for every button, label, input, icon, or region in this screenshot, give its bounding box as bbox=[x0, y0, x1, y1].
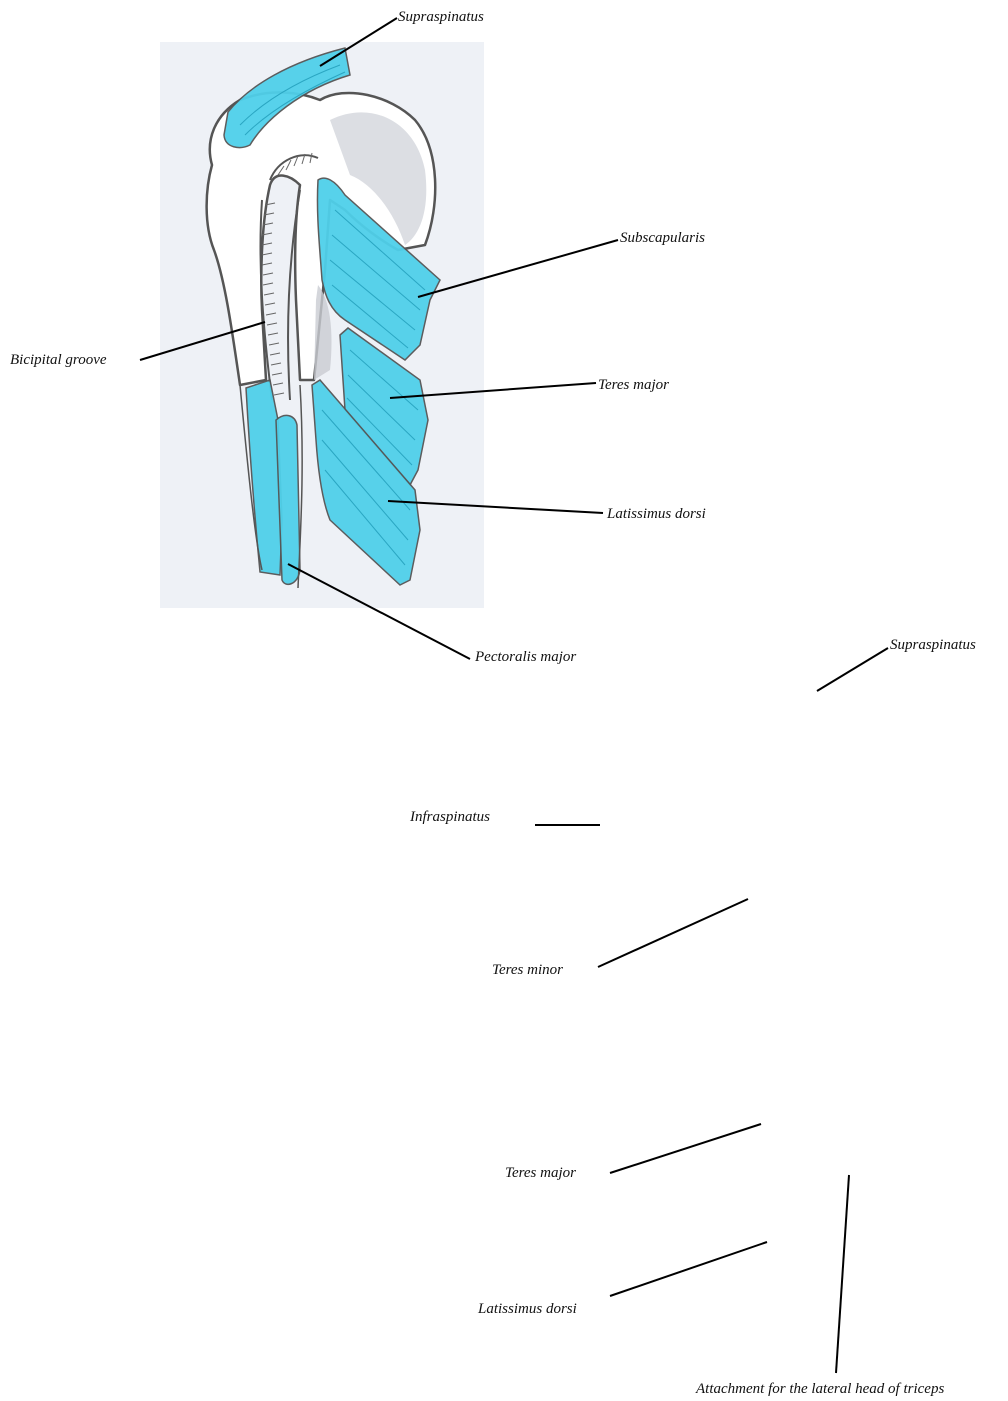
leader-latissimus-dorsi-posterior bbox=[610, 1242, 767, 1296]
label-bicipital-groove: Bicipital groove bbox=[10, 351, 107, 369]
label-latissimus-dorsi-posterior: Latissimus dorsi bbox=[478, 1300, 577, 1318]
leader-teres-minor bbox=[598, 899, 748, 967]
posterior-leader-lines bbox=[535, 648, 888, 1373]
label-supraspinatus-posterior: Supraspinatus bbox=[890, 636, 976, 654]
label-teres-major-anterior: Teres major bbox=[598, 376, 669, 394]
label-triceps-lateral-head: Attachment for the lateral head of trice… bbox=[696, 1380, 944, 1398]
leader-triceps-lateral-head bbox=[836, 1175, 849, 1373]
label-teres-major-posterior: Teres major bbox=[505, 1164, 576, 1182]
label-pectoralis-major: Pectoralis major bbox=[475, 648, 576, 666]
leader-supraspinatus-posterior bbox=[817, 648, 888, 691]
label-subscapularis: Subscapularis bbox=[620, 229, 705, 247]
label-infraspinatus: Infraspinatus bbox=[410, 808, 490, 826]
label-teres-minor: Teres minor bbox=[492, 961, 563, 979]
label-supraspinatus-anterior: Supraspinatus bbox=[398, 8, 484, 26]
leader-teres-major-posterior bbox=[610, 1124, 761, 1173]
label-latissimus-dorsi-anterior: Latissimus dorsi bbox=[607, 505, 706, 523]
